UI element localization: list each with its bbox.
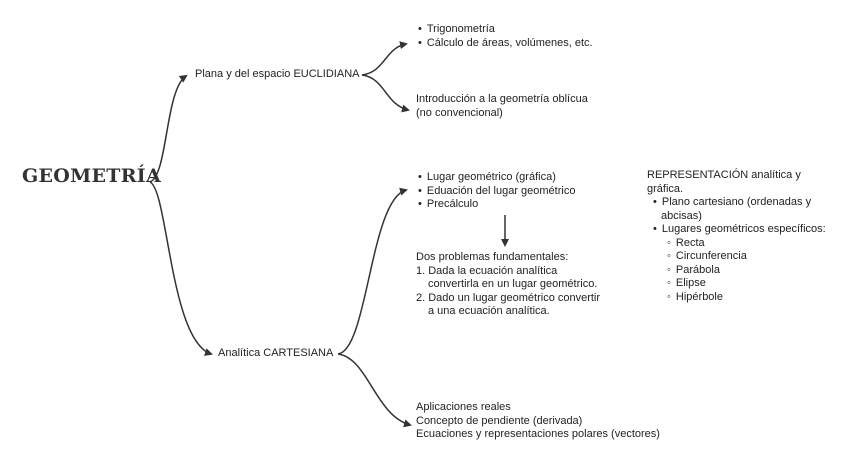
arrow-to-euclidiana xyxy=(149,74,188,183)
cartesiana-topics: Lugar geométrico (gráfica) Eduación del … xyxy=(418,171,576,212)
aplicaciones-node: Aplicaciones reales Concepto de pendient… xyxy=(416,401,660,442)
euclidiana-node: Plana y del espacio EUCLIDIANA xyxy=(195,68,360,80)
list-subitem: Elipse xyxy=(647,277,827,291)
list-item: Concepto de pendiente (derivada) xyxy=(416,414,583,427)
arrow-to-oblicua xyxy=(361,74,410,113)
euclidiana-topics: Trigonometría Cálculo de áreas, volúmene… xyxy=(418,23,593,50)
oblicua-line: (no convencional) xyxy=(416,106,503,119)
representacion-heading: REPRESENTACIÓN analítica y gráfica. xyxy=(647,169,801,195)
list-subitem: Circunferencia xyxy=(647,250,827,264)
arrow-to-euclid-topics xyxy=(361,41,408,76)
list-item: 1. Dada la ecuación analítica convertirl… xyxy=(416,264,598,291)
list-subitem: Recta xyxy=(647,237,827,251)
cartesiana-node: Analítica CARTESIANA xyxy=(218,347,334,359)
list-item: 2. Dado un lugar geométrico convertir a … xyxy=(416,291,601,318)
oblicua-line: Introducción a la geometría oblícua xyxy=(416,93,588,105)
list-item: Lugares geométricos específicos: xyxy=(647,223,827,237)
problemas-heading: Dos problemas fundamentales: xyxy=(416,251,569,263)
arrow-to-cartesian-topics xyxy=(337,187,408,355)
list-item: Trigonometría xyxy=(418,23,593,37)
root-title: GEOMETRÍA xyxy=(22,165,162,187)
list-item: Ecuaciones y representaciones polares (v… xyxy=(416,428,660,440)
list-subitem: Parábola xyxy=(647,264,827,278)
arrow-to-aplicaciones xyxy=(337,353,412,428)
list-item: Cálculo de áreas, volúmenes, etc. xyxy=(418,37,593,51)
problemas-node: Dos problemas fundamentales: 1. Dada la … xyxy=(416,251,601,319)
oblicua-node: Introducción a la geometría oblícua (no … xyxy=(416,93,588,120)
arrow-to-cartesiana xyxy=(149,181,213,356)
list-item: Precálculo xyxy=(418,198,575,212)
list-item: Eduación del lugar geométrico xyxy=(418,185,576,199)
list-item: Plano cartesiano (ordenadas y abcisas) xyxy=(647,196,827,223)
list-subitem: Hipérbole xyxy=(647,291,827,305)
list-item: Lugar geométrico (gráfica) xyxy=(418,171,575,185)
list-item: Aplicaciones reales xyxy=(416,401,511,413)
representacion-node: REPRESENTACIÓN analítica y gráfica. Plan… xyxy=(647,169,827,304)
